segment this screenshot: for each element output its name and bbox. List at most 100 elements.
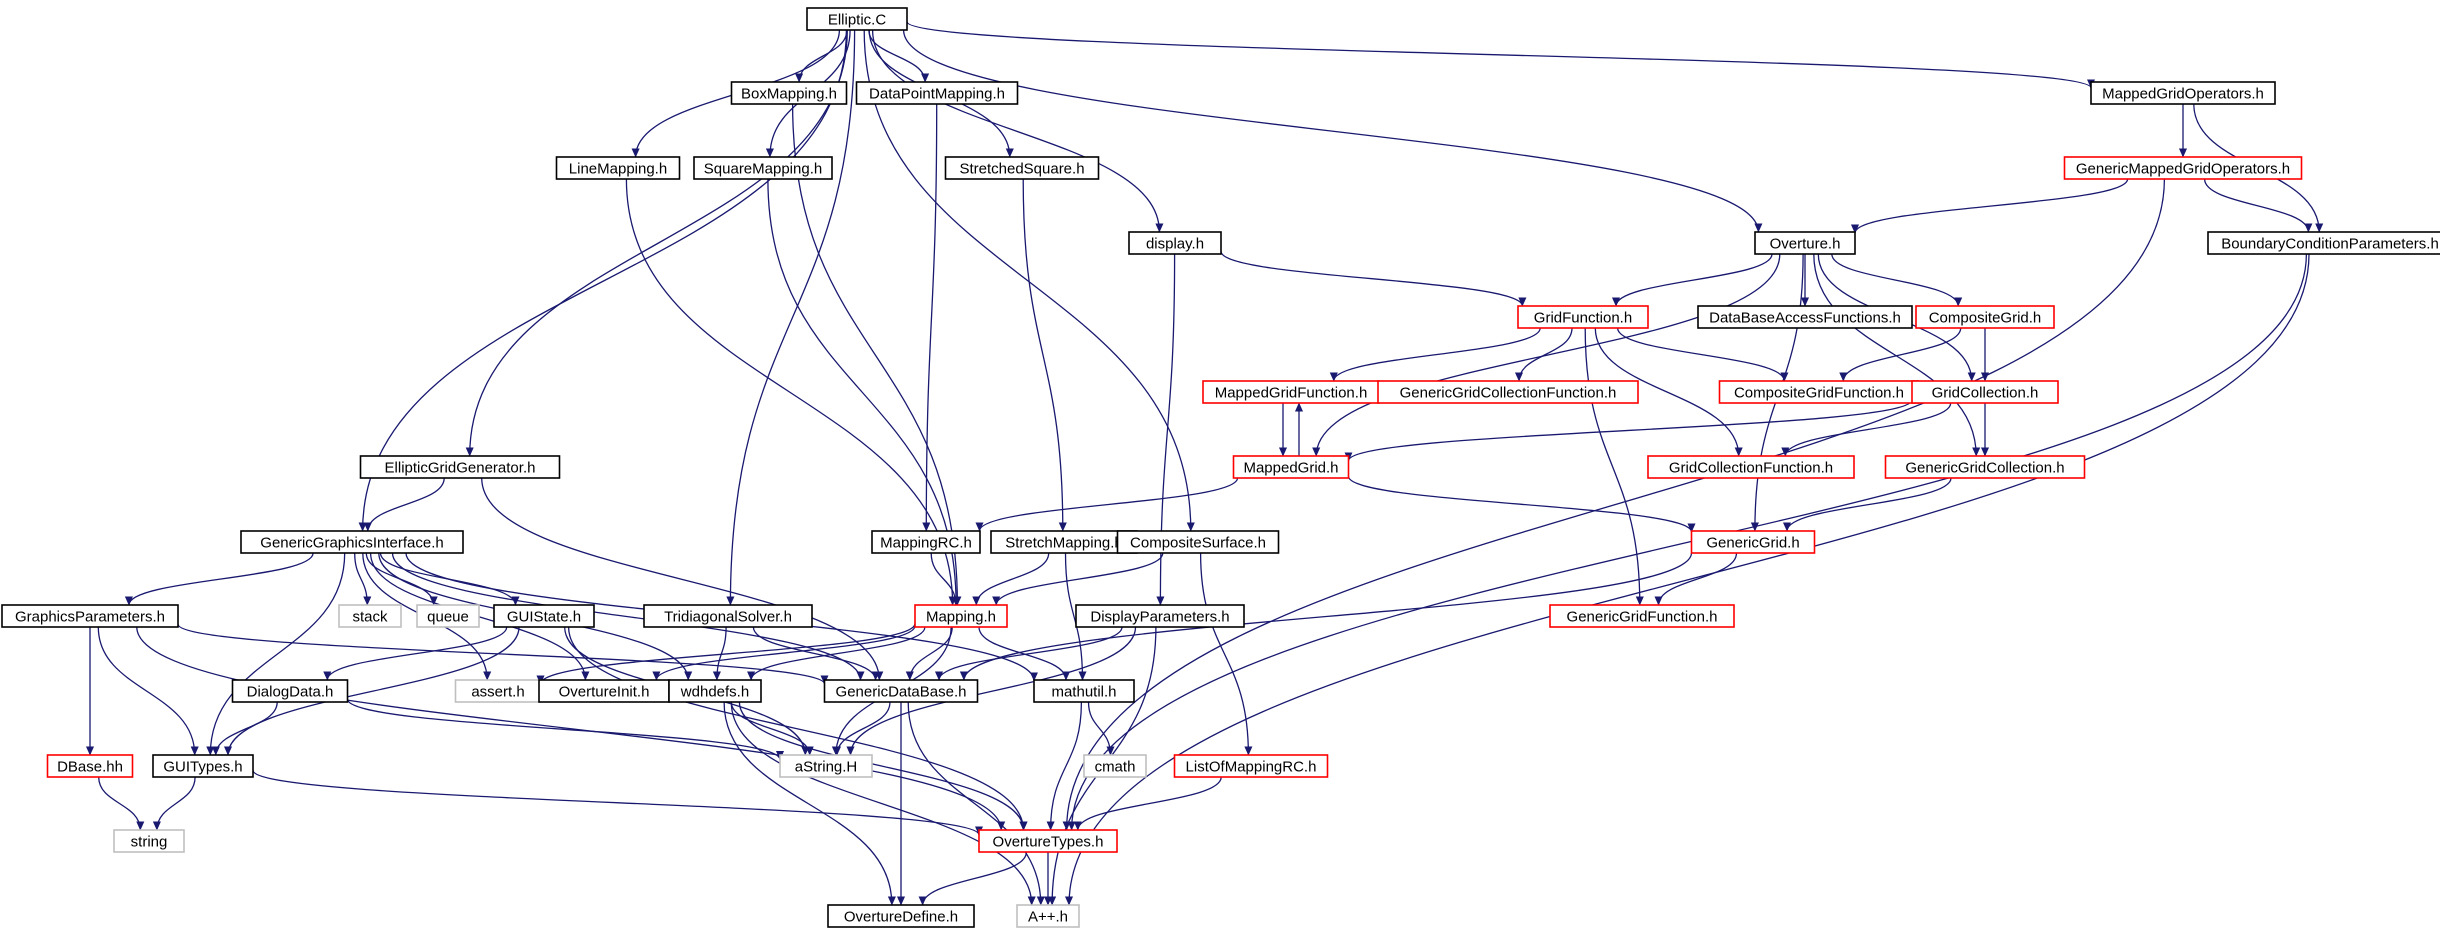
edge-ellipticc-to-tridiagonalsolver (726, 29, 856, 606)
graph-node-string[interactable]: string (113, 829, 185, 853)
graph-node-compositegrid[interactable]: CompositeGrid.h (1915, 305, 2055, 329)
graph-node-databaseaccessfunctions[interactable]: DataBaseAccessFunctions.h (1697, 305, 1913, 329)
node-label: A++.h (1028, 909, 1068, 926)
graph-node-guistate[interactable]: GUIState.h (493, 604, 595, 628)
edge-overture-to-gridfunction (1612, 253, 1773, 307)
graph-node-dbase[interactable]: DBase.hh (46, 754, 134, 778)
node-box (855, 81, 1019, 105)
graph-node-genericgridcollectionfunction[interactable]: GenericGridCollectionFunction.h (1377, 380, 1639, 404)
edge-ellipticc-to-datapointmapping (868, 29, 930, 83)
graph-node-graphicsparameters[interactable]: GraphicsParameters.h (1, 604, 179, 628)
edge-genericgraphicsinterface-to-genericdatabase (391, 552, 865, 681)
graph-node-appph[interactable]: A++.h (1016, 904, 1080, 928)
node-box (1075, 604, 1245, 628)
edge-mapping-to-asserth (536, 623, 916, 685)
graph-node-wdhdefs[interactable]: wdhdefs.h (668, 679, 762, 703)
node-box (914, 604, 1008, 628)
graph-node-stretchedsquare[interactable]: StretchedSquare.h (944, 156, 1100, 180)
node-box (1016, 904, 1080, 928)
graph-node-mappedgridoperators[interactable]: MappedGridOperators.h (2090, 81, 2276, 105)
edge-gridcollection-to-mappedgrid (1344, 399, 1913, 462)
node-label: CompositeSurface.h (1130, 535, 1266, 552)
edge-displayparameters-to-astring (846, 626, 1137, 756)
graph-node-dialogdata[interactable]: DialogData.h (231, 679, 349, 703)
node-box (1116, 530, 1280, 554)
node-box (1697, 305, 1913, 329)
graph-node-gridcollectionfunction[interactable]: GridCollectionFunction.h (1647, 455, 1855, 479)
graph-node-genericgridfunction[interactable]: GenericGridFunction.h (1549, 604, 1735, 628)
graph-node-astring[interactable]: aString.H (779, 754, 873, 778)
graph-node-overture[interactable]: Overture.h (1754, 231, 1856, 255)
edge-gridfunction-to-genericgridcollectionfunction (1514, 327, 1573, 382)
graph-node-ellipticgridgenerator[interactable]: EllipticGridGenerator.h (359, 455, 561, 479)
node-label: MappedGrid.h (1243, 460, 1338, 477)
node-box (1915, 305, 2055, 329)
graph-node-mappedgrid[interactable]: MappedGrid.h (1232, 455, 1350, 479)
edge-genericgridcollection-to-genericgrid (1783, 477, 1952, 532)
graph-node-guitypes[interactable]: GUITypes.h (152, 754, 254, 778)
graph-node-display[interactable]: display.h (1128, 231, 1222, 255)
graph-node-genericmappedgridoperators[interactable]: GenericMappedGridOperators.h (2063, 156, 2303, 180)
edge-genericgraphicsinterface-to-stack (354, 552, 372, 606)
graph-node-linemapping[interactable]: LineMapping.h (555, 156, 681, 180)
graph-node-asserth[interactable]: assert.h (454, 679, 542, 703)
graph-node-overtureinit[interactable]: OvertureInit.h (538, 679, 670, 703)
node-box (2063, 156, 2303, 180)
graph-node-overturedefine[interactable]: OvertureDefine.h (827, 904, 975, 928)
graph-node-mappingrc[interactable]: MappingRC.h (871, 530, 981, 554)
edge-genericgraphicsinterface-to-graphicsparameters (124, 552, 314, 606)
graph-node-mapping[interactable]: Mapping.h (914, 604, 1008, 628)
node-box (338, 604, 402, 628)
edge-compositesurface-to-mapping (992, 552, 1164, 606)
graph-node-gridfunction[interactable]: GridFunction.h (1517, 305, 1649, 329)
edge-layer (85, 21, 2324, 906)
node-label: GenericDataBase.h (836, 684, 967, 701)
node-box (1549, 604, 1735, 628)
graph-node-ellipticc[interactable]: Elliptic.C (806, 7, 908, 31)
node-label: CompositeGrid.h (1929, 310, 2042, 327)
node-label: stack (352, 609, 388, 626)
edge-mappedgrid-to-genericgrid (1347, 476, 1696, 533)
edge-guistate-to-guitypes (223, 626, 520, 756)
graph-node-queue[interactable]: queue (416, 604, 480, 628)
edge-compositegrid-to-compositegridfunction (1839, 327, 1962, 382)
graph-node-stretchmapping[interactable]: StretchMapping.h (990, 530, 1138, 554)
graph-node-listofmappingrc[interactable]: ListOfMappingRC.h (1173, 754, 1329, 778)
edge-guitypes-to-overturetypes (252, 769, 983, 836)
node-label: GenericMappedGridOperators.h (2076, 161, 2290, 178)
node-label: CompositeGridFunction.h (1734, 385, 1904, 402)
graph-node-compositegridfunction[interactable]: CompositeGridFunction.h (1718, 380, 1920, 404)
graph-node-boxmapping[interactable]: BoxMapping.h (730, 81, 848, 105)
edge-stretchmapping-to-mathutil (1064, 552, 1087, 681)
graph-node-genericgrid[interactable]: GenericGrid.h (1690, 530, 1816, 554)
graph-node-mappedgridfunction[interactable]: MappedGridFunction.h (1202, 380, 1380, 404)
graph-node-boundaryconditionparameters[interactable]: BoundaryConditionParameters.h (2207, 231, 2440, 255)
graph-node-genericgraphicsinterface[interactable]: GenericGraphicsInterface.h (240, 530, 464, 554)
graph-node-gridcollection[interactable]: GridCollection.h (1911, 380, 2059, 404)
node-box (416, 604, 480, 628)
node-box (152, 754, 254, 778)
node-label: GenericGridFunction.h (1567, 609, 1718, 626)
graph-node-mathutil[interactable]: mathutil.h (1033, 679, 1135, 703)
graph-node-tridiagonalsolver[interactable]: TridiagonalSolver.h (643, 604, 813, 628)
node-label: StretchMapping.h (1005, 535, 1123, 552)
node-label: MappingRC.h (880, 535, 972, 552)
node-label: DataBaseAccessFunctions.h (1709, 310, 1901, 327)
edge-boundaryconditionparameters-to-overturetypes (1067, 253, 2308, 831)
edge-datapointmapping-to-mappingrc (922, 103, 938, 532)
graph-node-overturetypes[interactable]: OvertureTypes.h (978, 829, 1118, 853)
graph-node-datapointmapping[interactable]: DataPointMapping.h (855, 81, 1019, 105)
graph-node-displayparameters[interactable]: DisplayParameters.h (1075, 604, 1245, 628)
graph-node-cmath[interactable]: cmath (1083, 754, 1147, 778)
edge-wdhdefs-to-overturetypes (738, 701, 1028, 831)
graph-node-stack[interactable]: stack (338, 604, 402, 628)
graph-node-genericgridcollection[interactable]: GenericGridCollection.h (1884, 455, 2086, 479)
graph-node-squaremapping[interactable]: SquareMapping.h (693, 156, 833, 180)
edge-mapping-to-mathutil (978, 626, 1071, 681)
node-box (978, 829, 1118, 853)
edge-compositesurface-to-listofmappingrc (1199, 552, 1253, 756)
graph-node-genericdatabase[interactable]: GenericDataBase.h (823, 679, 979, 703)
graph-node-compositesurface[interactable]: CompositeSurface.h (1116, 530, 1280, 554)
edge-squaremapping-to-mapping (767, 178, 961, 606)
node-box (113, 829, 185, 853)
